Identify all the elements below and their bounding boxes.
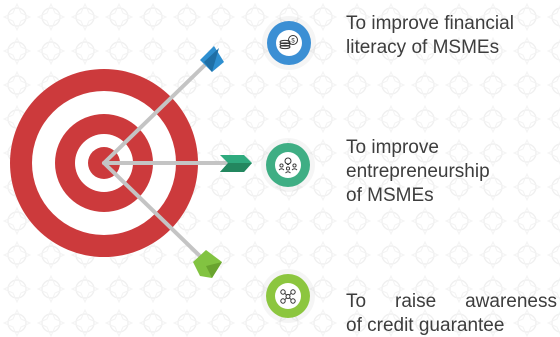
objective-1-line-2: literacy of MSMEs: [346, 37, 500, 58]
objective-1-line-1: To improve financial: [346, 13, 514, 34]
objective-2-line-2: entrepreneurship: [346, 161, 490, 182]
network-icon: [266, 274, 310, 318]
objective-2-text: To improve entrepreneurship of MSMEs: [346, 136, 560, 208]
objective-3-line-1: To raise awareness: [346, 291, 557, 312]
svg-text:$: $: [291, 39, 295, 45]
objective-3-text: To raise awareness of credit guarantee: [346, 290, 557, 337]
arrow-3: [102, 161, 222, 278]
objective-2-line-1: To improve: [346, 137, 439, 158]
objective-3-line-2: of credit guarantee: [346, 315, 505, 336]
arrow-2: [102, 155, 252, 172]
idea-people-icon: [266, 143, 310, 187]
coins-icon: $: [267, 21, 311, 65]
objective-2-line-3: of MSMEs: [346, 185, 434, 206]
arrow-1: [102, 46, 224, 165]
objective-1-text: To improve financial literacy of MSMEs: [346, 12, 560, 60]
